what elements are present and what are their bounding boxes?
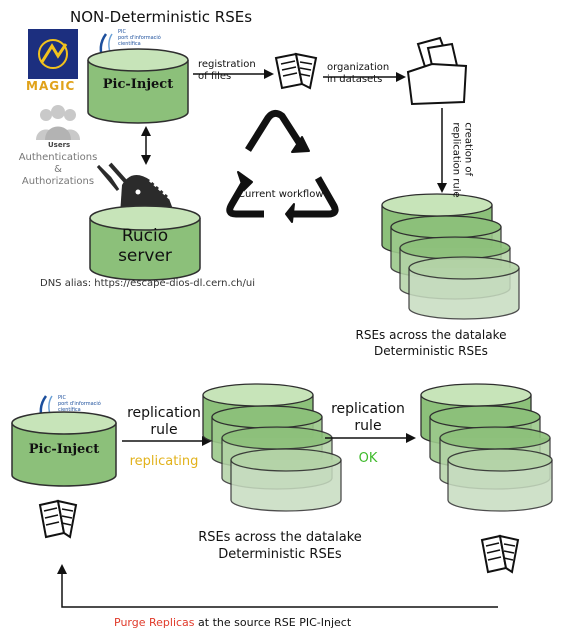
purge-highlight: Purge Replicas bbox=[114, 616, 195, 629]
pic-inject-label: Pic-Inject bbox=[102, 77, 174, 92]
rucio-donkey-icon bbox=[96, 162, 178, 215]
registration-label: registration of files bbox=[198, 59, 256, 82]
users-label: Users bbox=[48, 141, 71, 149]
document-icon bbox=[274, 52, 318, 90]
rucio-server-label: Rucio server bbox=[118, 226, 172, 266]
magic-logo bbox=[26, 29, 80, 94]
purge-rest: at the source RSE PIC-Inject bbox=[198, 616, 352, 629]
pic-logo-text: PIC port d'informació científica bbox=[118, 29, 161, 47]
pic-inject-label-bottom: Pic-Inject bbox=[28, 442, 100, 457]
current-workflow-label: Current workflow bbox=[238, 189, 324, 200]
organization-label: organization in datasets bbox=[327, 62, 390, 85]
document-icon-bottom-left bbox=[38, 499, 78, 539]
auth-label: Authentications & Authorizations bbox=[18, 152, 98, 187]
rse-caption-top: RSEs across the datalake Deterministic R… bbox=[355, 328, 507, 358]
pic-inject-cylinder-bottom bbox=[11, 411, 117, 487]
replication-label-1: replication rule bbox=[127, 405, 201, 438]
dns-alias: DNS alias: https://escape-dios-dl.cern.c… bbox=[40, 278, 256, 289]
rse-stack-top bbox=[381, 193, 520, 320]
creation-rule-label: creation of replication rule bbox=[450, 122, 474, 198]
rucio-server-cylinder bbox=[89, 205, 201, 281]
replicating-status: replicating bbox=[129, 454, 199, 469]
users-icon bbox=[36, 105, 80, 140]
pic-logo-text-bottom: PIC port d'informació científica bbox=[58, 395, 101, 413]
replication-label-2: replication rule bbox=[331, 401, 405, 434]
top-title: NON-Deterministic RSEs bbox=[70, 8, 253, 26]
pic-inject-cylinder-top bbox=[87, 48, 189, 124]
rse-stack-right bbox=[420, 383, 553, 512]
recycle-workflow-icon bbox=[226, 109, 339, 223]
magic-logo-text: MAGIC bbox=[26, 79, 76, 93]
rse-stack-middle bbox=[202, 383, 342, 512]
ok-status: OK bbox=[358, 451, 378, 466]
folder-icon bbox=[406, 36, 468, 106]
document-icon-bottom-right bbox=[480, 534, 520, 574]
rse-caption-bottom: RSEs across the datalake Deterministic R… bbox=[198, 530, 362, 562]
purge-caption: Purge Replicas at the source RSE PIC-Inj… bbox=[114, 616, 351, 629]
purge-return-arrow bbox=[57, 564, 498, 608]
